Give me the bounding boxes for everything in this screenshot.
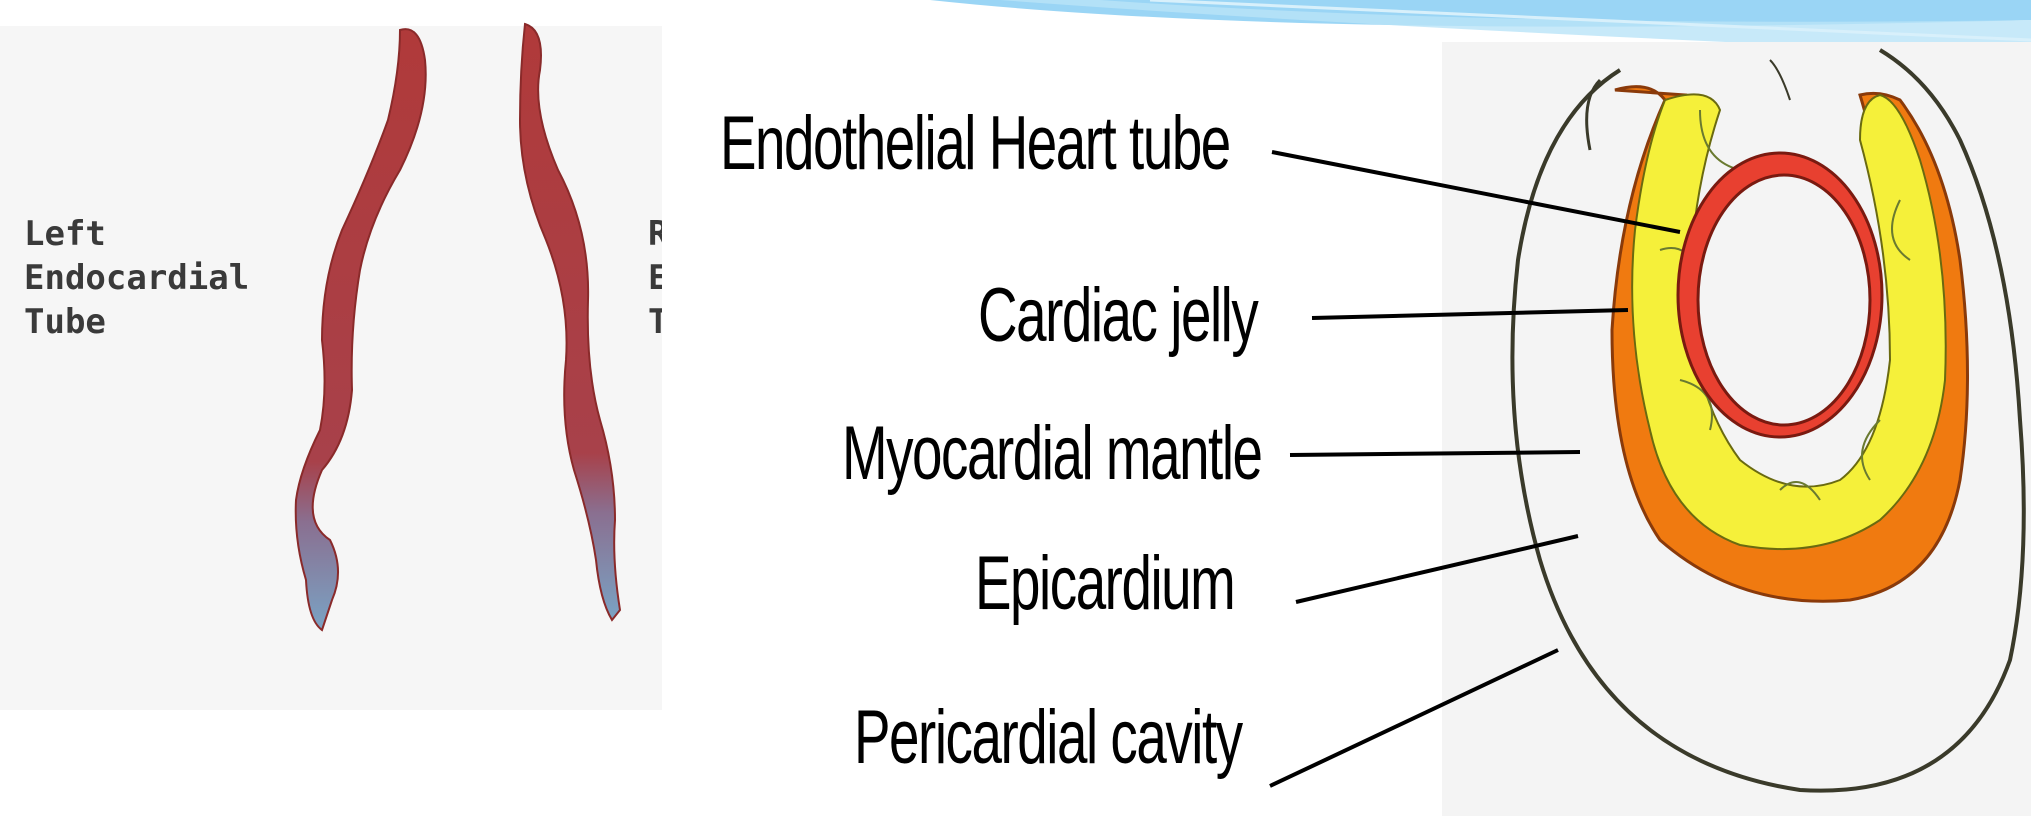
label-line-1: Left [24,214,106,254]
endothelial-leader-line [1271,150,1681,234]
epicardium-leader-line [1295,534,1579,604]
right-endocardial-tube [518,22,622,622]
endocardial-tubes-illustration [294,22,622,632]
left-endocardial-tube-label: Left Endocardial Tube [24,212,249,344]
pericardial-outline [1510,48,2026,793]
cardiac-jelly-leader-line [1311,308,1629,320]
label-line-3: Tube [24,302,106,342]
label-endothelial-heart-tube: Endothelial Heart tube [720,101,1231,186]
label-cardiac-jelly: Cardiac jelly [978,273,1259,358]
right-endocardial-tube-label-cropped: R E T [648,212,662,344]
cropped-line-3: T [648,302,662,342]
cropped-line-2: E [648,258,662,298]
label-myocardial-mantle: Myocardial mantle [842,411,1263,496]
cropped-line-1: R [648,214,662,254]
label-epicardium: Epicardium [975,541,1236,626]
pericardial-leader-line [1269,648,1559,788]
label-line-2: Endocardial [24,258,250,298]
label-pericardial-cavity: Pericardial cavity [854,695,1243,780]
left-endocardial-tube [294,28,427,632]
heart-tube-lumen [1696,173,1872,427]
pericardial-inner-outline [1585,78,1602,151]
myocardial-leader-line [1289,450,1581,457]
